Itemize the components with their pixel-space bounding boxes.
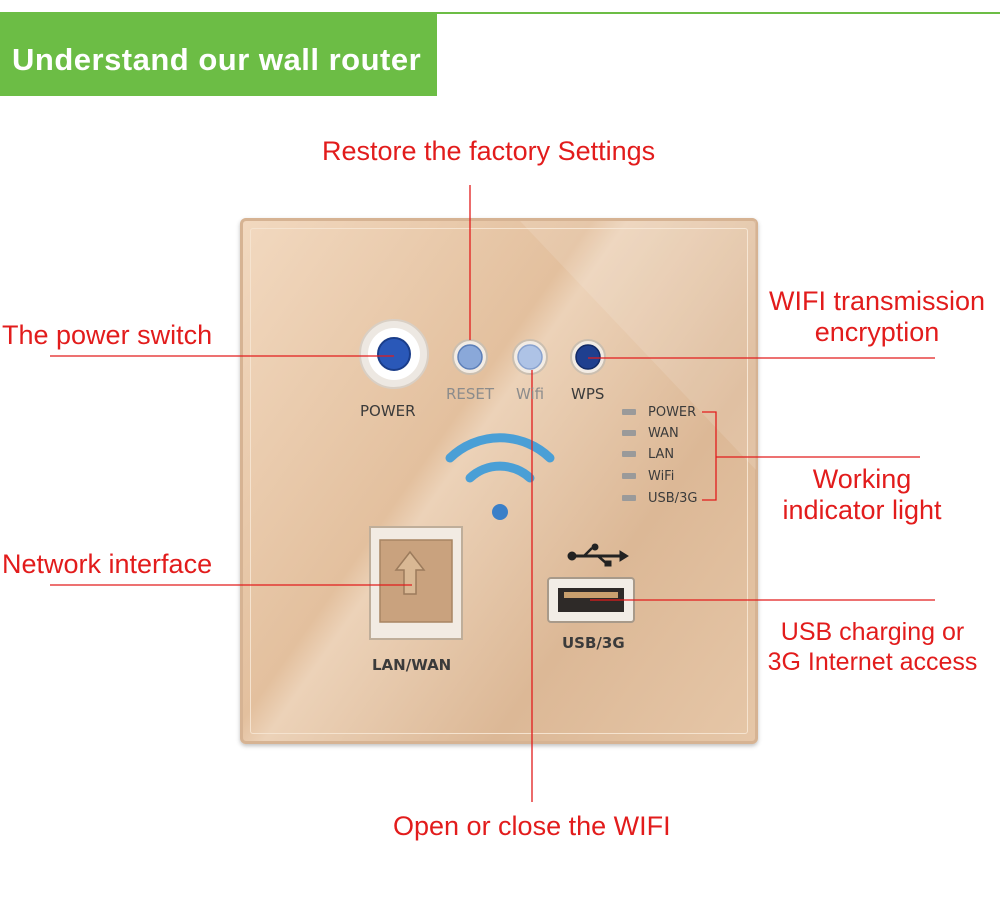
label-working-1: Working: [812, 464, 912, 494]
label-working-2: indicator light: [782, 495, 942, 525]
lan-wan-port[interactable]: [369, 526, 463, 640]
reset-label: RESET: [446, 385, 495, 403]
banner-rule: [437, 12, 1000, 14]
power-label: POWER: [360, 402, 416, 420]
led-icon: [622, 451, 636, 457]
label-usb-2: 3G Internet access: [767, 648, 978, 676]
panel-sheen: [520, 221, 756, 470]
indicator-power: POWER: [622, 402, 696, 422]
led-icon: [622, 409, 636, 415]
wps-button[interactable]: [570, 339, 606, 375]
usb-icon: [567, 543, 629, 567]
indicator-wan: WAN: [622, 423, 679, 443]
label-power-switch: The power switch: [2, 320, 213, 350]
indicator-label: WAN: [648, 425, 679, 441]
led-icon: [622, 430, 636, 436]
indicator-label: WiFi: [648, 468, 675, 484]
title-banner: Understand our wall router: [0, 12, 437, 96]
led-icon: [622, 495, 636, 501]
led-icon: [622, 473, 636, 479]
label-restore: Restore the factory Settings: [322, 136, 656, 166]
indicator-label: POWER: [648, 404, 697, 420]
leader-lines: [50, 185, 935, 802]
label-wifi-encryption-2: encryption: [814, 317, 940, 347]
indicator-wifi: WiFi: [622, 466, 674, 486]
label-open-wifi: Open or close the WIFI: [393, 811, 671, 841]
indicator-usb: USB/3G: [622, 488, 697, 508]
label-wifi-encryption-1: WIFI transmission: [768, 286, 986, 316]
reset-button[interactable]: [452, 339, 488, 375]
label-network: Network interface: [2, 549, 213, 579]
lan-wan-label: LAN/WAN: [372, 656, 452, 674]
wps-label: WPS: [571, 385, 605, 403]
indicator-label: USB/3G: [648, 490, 698, 506]
banner-title: Understand our wall router: [12, 42, 422, 77]
usb-3g-label: USB/3G: [562, 634, 625, 652]
label-usb-1: USB charging or: [780, 618, 965, 646]
wifi-button[interactable]: [512, 339, 548, 375]
indicator-label: LAN: [648, 446, 675, 462]
wifi-label: Wifi: [516, 385, 545, 403]
indicator-lan: LAN: [622, 444, 674, 464]
panel-inner-border: [250, 228, 748, 734]
router-panel: [240, 218, 758, 744]
wifi-icon: [445, 433, 555, 520]
power-button[interactable]: [359, 319, 429, 389]
